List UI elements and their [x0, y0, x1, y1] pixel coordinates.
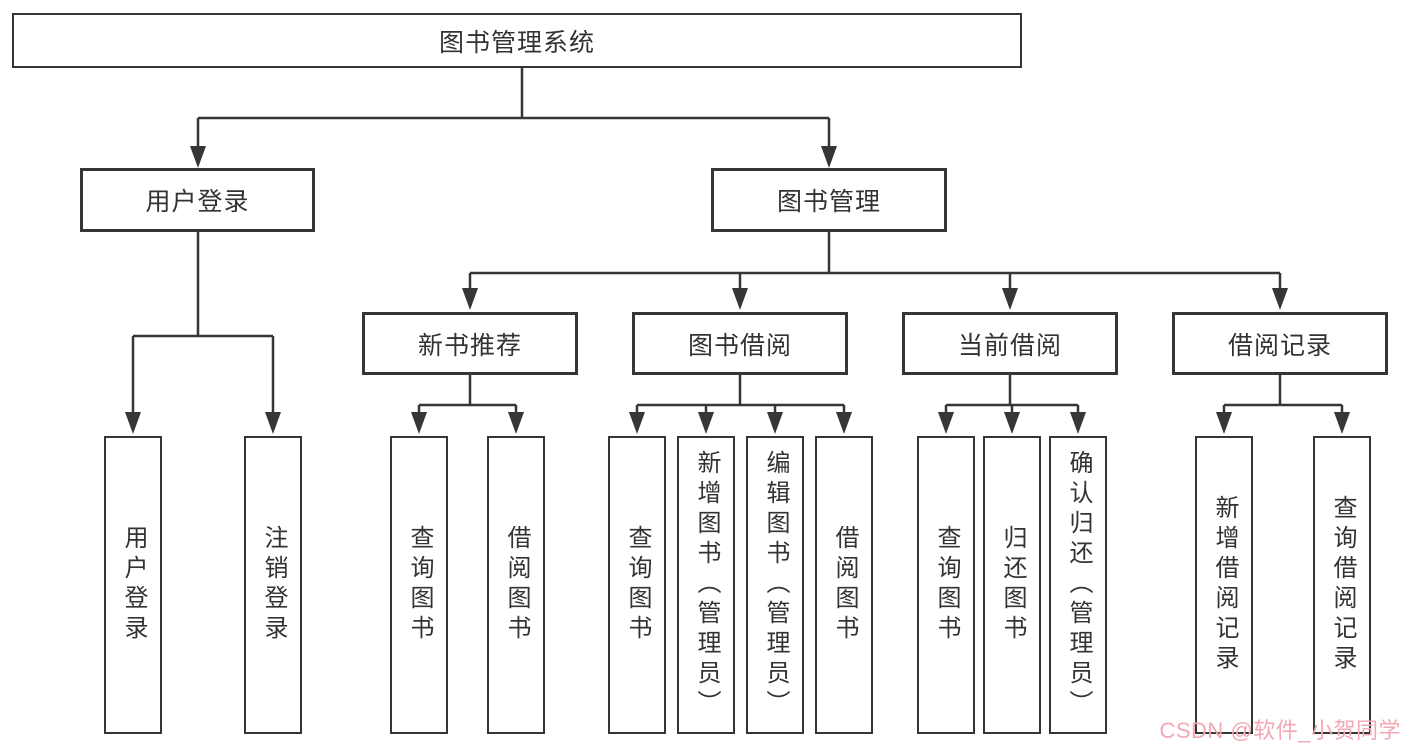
leaf-nb-borrow-books-label: 借阅图书	[503, 525, 530, 645]
node-borrow-records-label: 借阅记录	[1227, 331, 1332, 360]
leaf-cb-query-books: 查询图书	[917, 436, 975, 734]
leaf-bb-borrow-books: 借阅图书	[815, 436, 873, 734]
node-borrow-records: 借阅记录	[1172, 312, 1388, 375]
leaf-cb-confirm-return-admin: 确认归还（管理员）	[1049, 436, 1107, 734]
node-current-borrow: 当前借阅	[902, 312, 1118, 375]
leaf-bb-add-books-admin-label: 新增图书（管理员）	[693, 450, 720, 720]
node-new-book-recommend: 新书推荐	[362, 312, 578, 375]
leaf-cb-query-books-label: 查询图书	[933, 525, 960, 645]
node-current-borrow-label: 当前借阅	[957, 331, 1062, 360]
leaf-user-login-label: 用户登录	[120, 525, 147, 645]
leaf-cb-confirm-return-admin-label: 确认归还（管理员）	[1065, 450, 1092, 720]
node-user-login: 用户登录	[80, 168, 315, 232]
node-user-login-label: 用户登录	[145, 188, 250, 216]
leaf-bb-edit-books-admin-label: 编辑图书（管理员）	[762, 450, 789, 720]
leaf-nb-borrow-books: 借阅图书	[487, 436, 545, 734]
leaf-bb-query-books-label: 查询图书	[624, 525, 651, 645]
leaf-bb-edit-books-admin: 编辑图书（管理员）	[746, 436, 804, 734]
node-book-management: 图书管理	[711, 168, 947, 232]
leaf-nb-query-books: 查询图书	[390, 436, 448, 734]
node-library-system-label: 图书管理系统	[438, 28, 595, 57]
leaf-user-login: 用户登录	[104, 436, 162, 734]
leaf-br-query-record-label: 查询借阅记录	[1329, 495, 1356, 675]
node-book-borrow-label: 图书借阅	[687, 331, 792, 360]
leaf-bb-add-books-admin: 新增图书（管理员）	[677, 436, 735, 734]
leaf-bb-borrow-books-label: 借阅图书	[831, 525, 858, 645]
leaf-logout-label: 注销登录	[260, 525, 287, 645]
node-library-system: 图书管理系统	[12, 13, 1022, 68]
leaf-cb-return-books: 归还图书	[983, 436, 1041, 734]
node-book-borrow: 图书借阅	[632, 312, 848, 375]
leaf-cb-return-books-label: 归还图书	[999, 525, 1026, 645]
leaf-br-add-record-label: 新增借阅记录	[1211, 495, 1238, 675]
leaf-bb-query-books: 查询图书	[608, 436, 666, 734]
leaf-br-query-record: 查询借阅记录	[1313, 436, 1371, 734]
leaf-nb-query-books-label: 查询图书	[406, 525, 433, 645]
leaf-logout: 注销登录	[244, 436, 302, 734]
leaf-br-add-record: 新增借阅记录	[1195, 436, 1253, 734]
node-new-book-recommend-label: 新书推荐	[417, 331, 522, 360]
csdn-watermark: CSDN @软件_小贺同学	[1159, 718, 1401, 743]
node-book-management-label: 图书管理	[776, 188, 881, 216]
arrowheads	[125, 146, 1350, 434]
